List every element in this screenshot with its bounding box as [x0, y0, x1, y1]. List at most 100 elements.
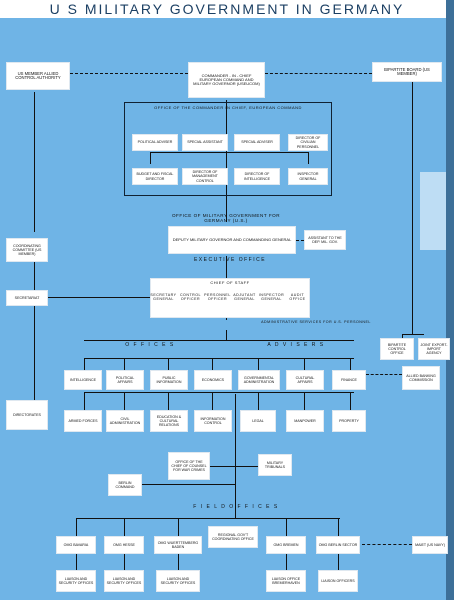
connector-line — [226, 100, 227, 222]
connector-line — [338, 552, 339, 570]
field-offices-label: F I E L D O F F I C E S — [193, 504, 279, 510]
exec-item: CONTROL OFFICER — [179, 293, 202, 301]
connector-line — [350, 358, 351, 370]
connector-line — [412, 82, 413, 334]
connector-line — [84, 392, 354, 393]
exec-item: SECRETARY GENERAL — [150, 293, 177, 301]
coordinating-committee-box: COORDINATING COMMITTEE (US MEMBER) — [6, 238, 48, 262]
exec-office-box — [150, 278, 310, 318]
row-a-box: CULTURAL AFFAIRS — [286, 370, 324, 390]
connector-line — [76, 518, 340, 519]
row-a-box: FINANCE — [332, 370, 366, 390]
connector-line — [265, 73, 372, 74]
field-office-box: OMG WUERTTEMBERG BADEN — [154, 536, 202, 554]
row-b-box: MANPOWER — [286, 410, 324, 432]
offices-label: O F F I C E S — [125, 342, 175, 348]
connector-line — [124, 518, 125, 536]
connector-line — [150, 152, 151, 164]
connector-line — [76, 518, 77, 536]
row-b-box: EDUCATION & CULTURAL RELATIONS — [150, 410, 188, 432]
row-a-box: INTELLIGENCE — [64, 370, 102, 390]
cic-row1-box: DIRECTOR OF CIVILIAN PERSONNEL — [288, 134, 328, 151]
chart-title: U S MILITARY GOVERNMENT IN GERMANY — [49, 1, 405, 17]
us-member-acc-box: US MEMBER ALLIED CONTROL AUTHORITY — [6, 62, 70, 90]
connector-line — [286, 518, 287, 536]
connector-line — [150, 152, 308, 153]
connector-line — [308, 152, 309, 164]
connector-line — [258, 392, 259, 410]
connector-line — [235, 394, 236, 518]
exec-office-label: EXECUTIVE OFFICE — [193, 257, 267, 263]
row-a-box: POLITICAL AFFAIRS — [106, 370, 144, 390]
connector-line — [178, 518, 179, 536]
cic-row2-box: INSPECTOR GENERAL — [288, 168, 328, 185]
field-office-box: OMG BREMEN — [266, 536, 306, 554]
field-office-box: OMG BAVARIA — [56, 536, 96, 554]
exec-item: ADJUTANT GENERAL — [233, 293, 256, 301]
assistant-box: ASSISTANT TO THE DEP. MIL. GOV. — [304, 230, 346, 250]
page-edge — [446, 0, 454, 600]
row-b-box: ARMED FORCES — [64, 410, 102, 432]
connector-line — [178, 552, 179, 570]
connector-line — [366, 374, 402, 375]
allied-banking-box: ALLIED BANKING COMMISSION — [402, 366, 440, 390]
connector-line — [212, 358, 213, 370]
row-b-box: LEGAL — [240, 410, 276, 432]
field-office-box: OMG HESSE — [104, 536, 144, 554]
connector-line — [296, 240, 304, 241]
regional-office-box: REGIONAL GOV'T COORDINATING OFFICE — [208, 526, 258, 548]
row-a-box: GOVERNMENTAL ADMINISTRATION — [238, 370, 280, 390]
connector-line — [124, 552, 125, 570]
title-band — [0, 0, 454, 18]
connector-line — [84, 392, 85, 410]
connector-line — [402, 334, 403, 340]
advisers-label: A D V I S E R S — [267, 342, 325, 348]
row-b-box: INFORMATION CONTROL — [194, 410, 232, 432]
connector-line — [212, 392, 213, 410]
connector-line — [286, 552, 287, 570]
connector-line — [124, 358, 125, 370]
bipartite-control-office-box: BIPARTITE CONTROL OFFICE — [380, 338, 414, 360]
connector-line — [362, 544, 412, 545]
connector-line — [124, 392, 125, 410]
cic-row1-box: POLITICAL ADVISER — [132, 134, 178, 151]
admin-services-label: ADMINISTRATIVE SERVICES FOR U.S. PERSONN… — [261, 320, 371, 324]
chief-of-staff-label: CHIEF OF STAFF — [210, 280, 250, 285]
tape-mark — [420, 172, 446, 250]
field-sub-box: LIAISON AND SECURITY OFFICES — [104, 570, 144, 592]
maiet-box: MAIET (US NAVY) — [412, 536, 448, 554]
field-office-box: OMG BERLIN SECTOR — [316, 536, 360, 554]
connector-line — [34, 297, 150, 298]
deputy-governor-box: DEPUTY MILITARY GOVERNOR AND COMMANDING … — [168, 226, 296, 254]
exec-item: AUDIT OFFICE — [289, 293, 306, 301]
connector-line — [70, 73, 188, 74]
military-tribunals-box: MILITARY TRIBUNALS — [258, 454, 292, 476]
connector-line — [304, 358, 305, 370]
connector-line — [84, 340, 354, 341]
connector-line — [34, 92, 35, 232]
cic-row1-box: SPECIAL ASSISTANT — [182, 134, 228, 151]
connector-line — [140, 484, 235, 485]
connector-line — [150, 160, 151, 164]
connector-line — [226, 330, 227, 340]
joint-export-import-box: JOINT EXPORT-IMPORT AGENCY — [418, 338, 450, 360]
exec-item: PERSONNEL OFFICER — [204, 293, 231, 301]
bipartite-board-box: BIPARTITE BOARD (US MEMBER) — [372, 62, 442, 82]
omg-title: OFFICE OF MILITARY GOVERNMENT FOR GERMAN… — [171, 213, 281, 223]
field-sub-box: LIAISON AND SECURITY OFFICES — [56, 570, 96, 592]
connector-line — [258, 358, 259, 370]
field-sub-box: LIAISON OFFICE BREMERHAVEN — [266, 570, 306, 592]
cic-row1-box: SPECIAL ADVISER — [234, 134, 280, 151]
connector-line — [34, 260, 35, 430]
chief-counsel-box: OFFICE OF THE CHIEF OF COUNSEL FOR WAR C… — [168, 452, 210, 480]
row-a-box: ECONOMICS — [194, 370, 232, 390]
connector-line — [338, 518, 339, 536]
cic-office-label: OFFICE OF THE COMMANDER IN CHIEF, EUROPE… — [154, 105, 302, 110]
row-b-box: PROPERTY — [332, 410, 366, 432]
connector-line — [84, 358, 85, 370]
cic-row2-box: DIRECTOR OF MANAGEMENT CONTROL — [182, 168, 228, 185]
secretariat-box: SECRETARIAT — [6, 290, 48, 306]
connector-line — [168, 358, 169, 370]
field-sub-box: LIAISON OFFICERS — [318, 570, 358, 592]
